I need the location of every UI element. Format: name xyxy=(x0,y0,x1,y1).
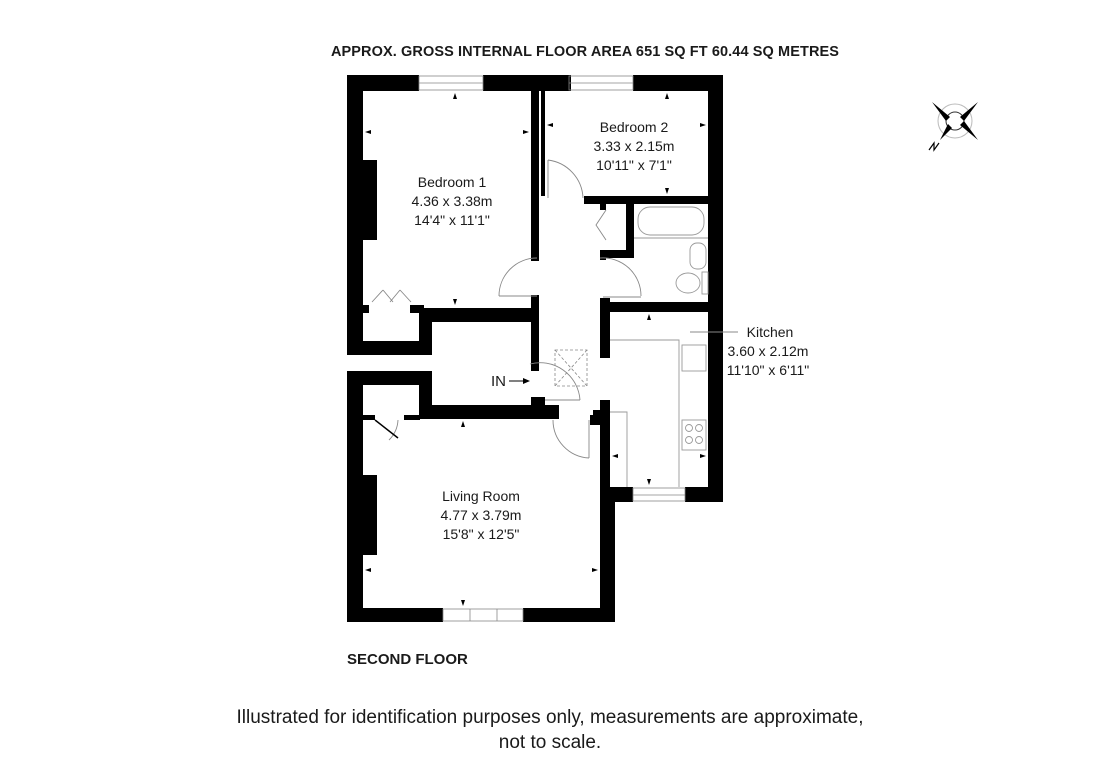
room-imperial-bedroom-1: 14'4" x 11'1" xyxy=(414,212,490,228)
entrance-label: IN xyxy=(491,373,506,390)
skylight xyxy=(554,349,588,387)
walls xyxy=(347,75,723,622)
room-metric-bedroom-2: 3.33 x 2.15m xyxy=(594,138,675,154)
room-name-living-room: Living Room xyxy=(442,488,520,504)
room-metric-bedroom-1: 4.36 x 3.38m xyxy=(412,193,493,209)
room-imperial-bedroom-2: 10'11" x 7'1" xyxy=(596,157,672,173)
room-metric-living-room: 4.77 x 3.79m xyxy=(441,507,522,523)
doors xyxy=(371,159,642,459)
dimension-markers xyxy=(365,93,706,606)
compass-rose-icon xyxy=(928,102,978,152)
room-imperial-kitchen: 11'10" x 6'11" xyxy=(727,362,810,378)
entrance-arrowhead-icon xyxy=(523,378,530,384)
room-metric-kitchen: 3.60 x 2.12m xyxy=(728,343,809,359)
room-name-bedroom-2: Bedroom 2 xyxy=(600,119,669,135)
bathroom-fixtures xyxy=(634,206,709,295)
room-imperial-living-room: 15'8" x 12'5" xyxy=(443,526,520,542)
disclaimer-line-2: not to scale. xyxy=(498,732,602,753)
disclaimer: Illustrated for identification purposes … xyxy=(0,705,1100,755)
windows xyxy=(418,75,686,622)
floor-area-title: APPROX. GROSS INTERNAL FLOOR AREA 651 SQ… xyxy=(330,44,840,60)
disclaimer-line-1: Illustrated for identification purposes … xyxy=(236,707,864,728)
room-name-bedroom-1: Bedroom 1 xyxy=(418,174,487,190)
kitchen-fixtures xyxy=(610,339,707,487)
floor-label: SECOND FLOOR xyxy=(347,651,468,668)
room-name-kitchen: Kitchen xyxy=(747,324,794,340)
